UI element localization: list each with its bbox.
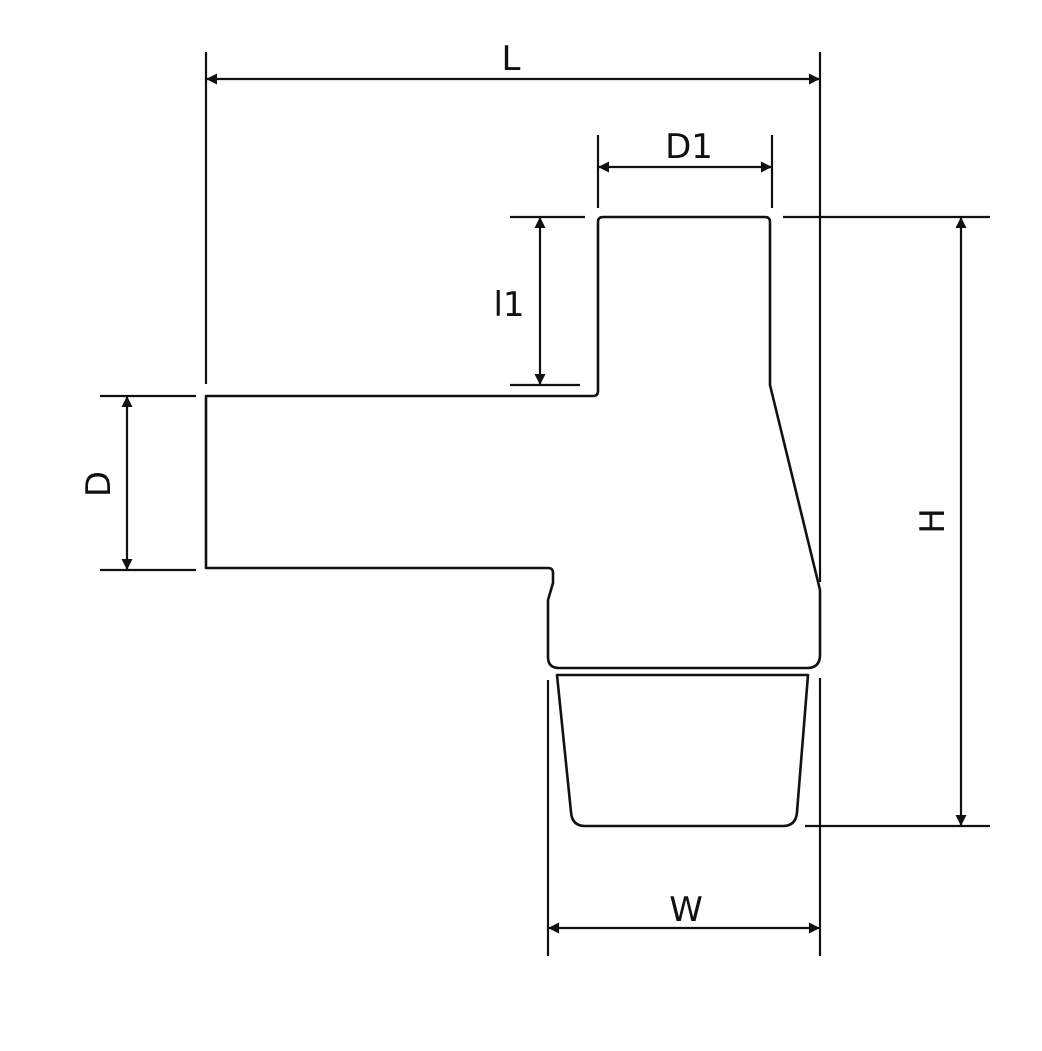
body-outline: [204, 215, 822, 670]
label-H: H: [913, 508, 953, 534]
extension-lines: [100, 52, 990, 956]
dimension-labels: L D1 l1 D H W: [79, 39, 953, 930]
part-outline: [204, 215, 822, 828]
dimension-lines: [121, 73, 967, 934]
label-l1: l1: [493, 285, 524, 325]
label-W: W: [669, 890, 703, 930]
label-D: D: [79, 471, 119, 497]
label-L: L: [502, 39, 521, 79]
cup-outline: [555, 673, 810, 828]
label-D1: D1: [665, 127, 713, 167]
